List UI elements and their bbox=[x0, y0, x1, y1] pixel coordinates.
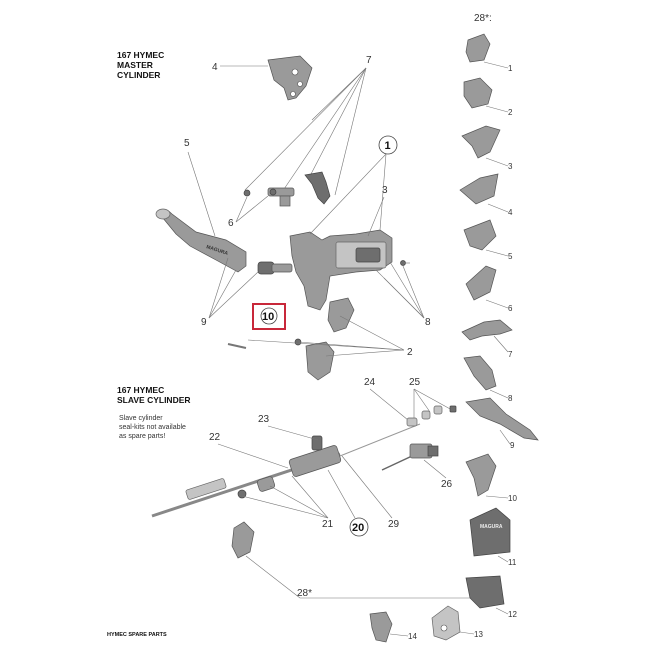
svg-text:9: 9 bbox=[510, 441, 515, 450]
kit-item-11: MAGURA 11 bbox=[469, 507, 517, 567]
kit-item-3: 3 bbox=[461, 125, 513, 171]
part-1-master-cylinder bbox=[257, 229, 410, 311]
footer-text: HYMEC SPARE PARTS bbox=[107, 632, 167, 638]
callout-2: 2 bbox=[407, 347, 413, 358]
slave-title-line-1: 167 HYMEC bbox=[117, 385, 164, 395]
part-2-brackets bbox=[227, 297, 355, 381]
callout-1-circle bbox=[378, 135, 398, 155]
kit-item-11-brand: MAGURA bbox=[480, 524, 503, 530]
slave-note-line-1: Slave cylinder bbox=[119, 415, 163, 422]
svg-text:12: 12 bbox=[508, 610, 517, 619]
kit-item-6: 6 bbox=[465, 265, 513, 313]
kit-bottom-label: 28* bbox=[297, 588, 312, 599]
kit-item-14: 14 bbox=[369, 611, 417, 643]
kit-item-1: 1 bbox=[465, 33, 513, 73]
svg-text:4: 4 bbox=[508, 208, 513, 217]
kit-item-5: 5 bbox=[463, 219, 513, 261]
kit-mount-part bbox=[231, 521, 255, 559]
part-5-lever: MAGURA bbox=[155, 208, 247, 273]
slave-note-line-3: as spare parts! bbox=[119, 433, 165, 440]
kit-item-2: 2 bbox=[463, 77, 513, 117]
kit-item-9: 9 bbox=[465, 397, 539, 450]
callout-26: 26 bbox=[441, 479, 453, 490]
callout-1: 1 bbox=[385, 140, 391, 152]
pivot-parts bbox=[243, 171, 331, 207]
callout-22: 22 bbox=[209, 432, 221, 443]
kit-item-8: 8 bbox=[463, 355, 513, 403]
kit-header: 28*: bbox=[474, 13, 492, 24]
svg-text:13: 13 bbox=[474, 630, 483, 639]
kit-item-12: 12 bbox=[465, 575, 517, 619]
callout-9: 9 bbox=[201, 317, 207, 328]
svg-text:14: 14 bbox=[408, 632, 417, 641]
callout-10-highlight bbox=[252, 303, 286, 330]
callout-5: 5 bbox=[184, 138, 190, 149]
callout-21: 21 bbox=[322, 519, 334, 530]
slave-note-line-2: seal-kits not available bbox=[119, 424, 186, 431]
callout-8: 8 bbox=[425, 317, 431, 328]
svg-text:11: 11 bbox=[508, 558, 517, 567]
svg-text:7: 7 bbox=[508, 350, 513, 359]
callout-29: 29 bbox=[388, 519, 400, 530]
callout-10-circle bbox=[260, 307, 278, 325]
master-title-line-3: CYLINDER bbox=[117, 70, 160, 80]
svg-text:5: 5 bbox=[508, 252, 513, 261]
svg-text:8: 8 bbox=[508, 394, 513, 403]
callout-7: 7 bbox=[366, 55, 372, 66]
callout-10: 10 bbox=[262, 311, 274, 323]
master-title-line-2: MASTER bbox=[117, 60, 153, 70]
callout-25: 25 bbox=[409, 377, 421, 388]
slave-small-parts bbox=[381, 405, 457, 471]
callout-24: 24 bbox=[364, 377, 376, 388]
kit-item-4: 4 bbox=[459, 173, 513, 217]
callout-4: 4 bbox=[212, 62, 218, 73]
kit-item-10: 10 bbox=[465, 453, 517, 503]
svg-text:1: 1 bbox=[508, 64, 513, 73]
callout-3: 3 bbox=[382, 185, 388, 196]
master-title-line-1: 167 HYMEC bbox=[117, 50, 164, 60]
svg-text:2: 2 bbox=[508, 108, 513, 117]
callout-20-circle bbox=[349, 517, 369, 537]
kit-item-13: 13 bbox=[431, 605, 483, 641]
slave-title-line-2: SLAVE CYLINDER bbox=[117, 395, 191, 405]
svg-text:10: 10 bbox=[508, 494, 517, 503]
part-4-bracket bbox=[267, 55, 313, 101]
slave-cylinder-assembly bbox=[151, 423, 421, 518]
callout-23: 23 bbox=[258, 414, 270, 425]
svg-text:3: 3 bbox=[508, 162, 513, 171]
callout-6: 6 bbox=[228, 218, 234, 229]
callout-20: 20 bbox=[352, 522, 364, 534]
svg-text:6: 6 bbox=[508, 304, 513, 313]
kit-item-7: 7 bbox=[461, 319, 513, 359]
